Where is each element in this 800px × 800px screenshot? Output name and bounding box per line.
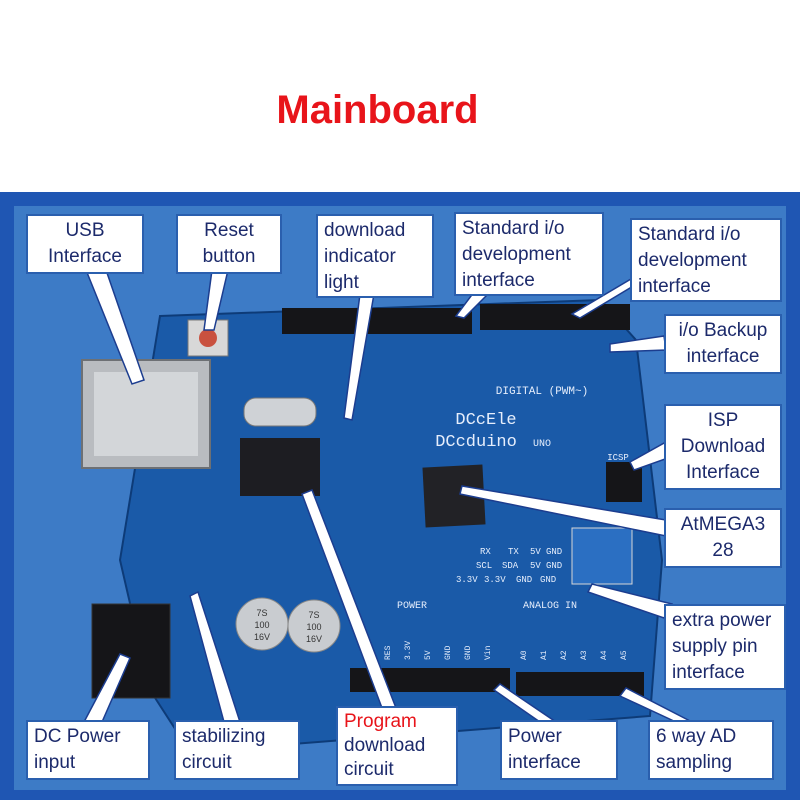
callout-line: Program: [344, 711, 417, 732]
callout-line: interface: [672, 662, 745, 683]
crystal-oscillator: [243, 397, 317, 427]
pin-labels-row1: RX TX 5V GND: [480, 547, 562, 557]
analog-pin-labels: A0 A1 A2 A3 A4 A5: [520, 650, 629, 660]
pin-label: A0: [520, 650, 529, 660]
pin-label: TX: [508, 547, 519, 557]
pin-label: A2: [560, 650, 569, 660]
callout-reset-button: Reset button: [176, 214, 282, 274]
pin-label: GND: [546, 547, 562, 557]
callout-line: Interface: [48, 246, 122, 267]
cap2-label-b: 100: [306, 622, 321, 632]
callout-line: interface: [638, 276, 711, 297]
power-label: POWER: [397, 601, 427, 612]
pin-label: 5V: [530, 561, 541, 571]
callout-standard-io-1: Standard i/o development interface: [454, 212, 604, 296]
pin-label: A1: [540, 650, 549, 660]
callout-line: i/o Backup: [678, 320, 768, 341]
callout-isp-download-interface: ISP Download Interface: [664, 404, 782, 490]
board-brand-line1: DCcEle: [455, 411, 516, 430]
callout-line: Standard i/o: [638, 224, 741, 245]
pin-label: A4: [600, 650, 609, 660]
callout-line: AtMEGA3: [680, 514, 766, 535]
callout-io-backup-interface: i/o Backup interface: [664, 314, 782, 374]
callout-line: stabilizing: [182, 726, 266, 747]
digital-header-right: [480, 304, 630, 330]
callout-line: development: [462, 244, 571, 265]
callout-line: Standard i/o: [462, 218, 565, 239]
pin-label: 3.3V: [484, 575, 506, 585]
callout-atmega328: AtMEGA3 28: [664, 508, 782, 568]
capacitor: 7S 100 16V: [235, 597, 289, 651]
pin-label: 3.3V: [456, 575, 478, 585]
callout-download-indicator-light: download indicator light: [316, 214, 434, 298]
callout-line: download: [324, 220, 406, 241]
pin-label: RX: [480, 547, 491, 557]
callout-line: interface: [508, 752, 581, 773]
cap2-label-c: 16V: [306, 634, 322, 644]
callout-line: button: [202, 246, 256, 267]
callout-line: 28: [712, 540, 734, 561]
cap1-label-c: 16V: [254, 632, 270, 642]
callout-line: sampling: [656, 752, 733, 773]
callout-6-way-ad-sampling: 6 way AD sampling: [648, 720, 774, 780]
callout-line: indicator: [324, 246, 396, 267]
callout-line: input: [34, 752, 76, 773]
usb-serial-chip: [240, 438, 320, 496]
callout-line: circuit: [182, 752, 232, 773]
callout-line: interface: [686, 346, 760, 367]
callout-dc-power-input: DC Power input: [26, 720, 150, 780]
pin-label: RES: [384, 645, 393, 660]
icsp-label: ICSP: [607, 453, 629, 463]
cap2-label-a: 7S: [308, 610, 319, 620]
pin-label: GND: [540, 575, 556, 585]
analog-label: ANALOG IN: [523, 601, 577, 612]
cap1-label-a: 7S: [256, 608, 267, 618]
callout-power-interface: Power interface: [500, 720, 618, 780]
callout-program-download-circuit: Program download circuit: [336, 706, 458, 786]
callout-line: Reset: [204, 220, 254, 241]
extra-pin-header: [571, 527, 633, 585]
pin-label: GND: [464, 645, 473, 660]
callout-line: extra power: [672, 610, 772, 631]
callout-line: development: [638, 250, 747, 271]
callout-line: 6 way AD: [656, 726, 737, 747]
pin-label: SDA: [502, 561, 519, 571]
pin-label: A5: [620, 650, 629, 660]
callout-line: supply pin: [672, 636, 758, 657]
pin-label: SCL: [476, 561, 492, 571]
callout-line: interface: [462, 270, 535, 291]
callout-line: Interface: [686, 462, 760, 483]
callout-line: DC Power: [34, 726, 121, 747]
board-model: UNO: [533, 439, 551, 450]
cap1-label-b: 100: [254, 620, 269, 630]
pin-labels-row2: SCL SDA 5V GND: [476, 561, 562, 571]
callout-usb-interface: USB Interface: [26, 214, 144, 274]
pin-label: A3: [580, 650, 589, 660]
callout-line: download: [344, 735, 426, 756]
callout-line: ISP: [707, 410, 739, 431]
pin-label: GND: [546, 561, 562, 571]
pin-label: 5V: [530, 547, 541, 557]
callout-line: Power: [508, 726, 562, 747]
pin-label: GND: [444, 645, 453, 660]
callout-stabilizing-circuit: stabilizing circuit: [174, 720, 300, 780]
digital-header-left: [282, 308, 472, 334]
usb-connector: [81, 359, 211, 469]
callout-line: Download: [680, 436, 766, 457]
capacitor: 7S 100 16V: [287, 599, 341, 653]
pin-label: GND: [516, 575, 532, 585]
callout-extra-power-supply: extra power supply pin interface: [664, 604, 786, 690]
board-brand-line2: DCcduino: [435, 433, 517, 452]
callout-line: circuit: [344, 759, 394, 780]
atmega-chip: [422, 464, 486, 528]
pin-labels-row3: 3.3V 3.3V GND GND: [456, 575, 556, 585]
pin-label: 5V: [424, 650, 433, 660]
callout-standard-io-2: Standard i/o development interface: [630, 218, 782, 302]
page-title: Mainboard: [276, 88, 479, 132]
digital-header-label: DIGITAL (PWM~): [496, 386, 588, 398]
callout-line: light: [324, 272, 359, 293]
pin-label: Vin: [484, 645, 493, 660]
pin-label: 3.3V: [404, 641, 413, 660]
callout-line: USB: [65, 220, 105, 241]
